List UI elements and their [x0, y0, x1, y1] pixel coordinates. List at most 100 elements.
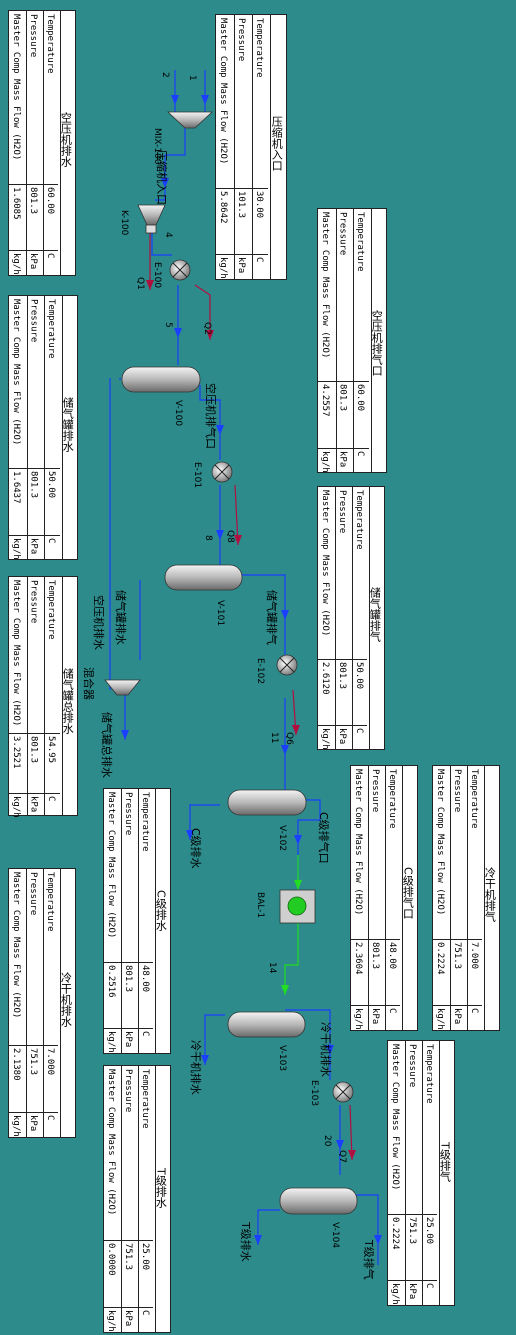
- energy-label-q6: Q6: [284, 732, 294, 745]
- row-unit: kPa: [407, 1283, 417, 1300]
- unit-label-mix100: MIX-100: [152, 128, 162, 165]
- row-value: 0.2516: [106, 964, 116, 998]
- row-label: Master Comp Mass Flow (H2O): [320, 212, 330, 359]
- v103-separator[interactable]: [227, 1011, 306, 1038]
- row-unit: kg/h: [218, 257, 228, 280]
- row-unit: C: [45, 253, 55, 259]
- label-air-comp-outlet: 空压机排气口: [204, 383, 218, 449]
- k100-compressor[interactable]: [137, 204, 166, 234]
- row-label: Master Comp Mass Flow (H2O): [106, 792, 116, 939]
- row-label: Temperature: [355, 212, 365, 272]
- v102-separator[interactable]: [227, 789, 307, 816]
- unit-label-bal1: BAL-1: [255, 892, 265, 918]
- row-value: 25.00: [424, 1216, 434, 1244]
- e100-heat-exchanger[interactable]: [169, 259, 191, 281]
- row-value: 60.00: [355, 384, 365, 412]
- label-cold-dryer-water: 冷干机排水: [189, 1040, 203, 1095]
- row-label: Temperature: [46, 299, 56, 359]
- row-label: Temperature: [354, 490, 364, 550]
- energy-label-q1: Q1: [135, 277, 145, 290]
- label-mixer: 混合器: [82, 667, 96, 700]
- row-unit: C: [140, 1031, 150, 1037]
- unit-label-v104: V-104: [330, 1222, 340, 1248]
- row-label: Master Comp Mass Flow (H2O): [353, 769, 363, 916]
- row-value: 0.0000: [106, 1243, 116, 1276]
- label-tank-total-water: 储气罐总排水: [100, 712, 114, 778]
- label-tank-water: 储气罐排水: [114, 590, 128, 645]
- e101-heat-exchanger[interactable]: [211, 461, 233, 483]
- e102-heat-exchanger[interactable]: [276, 654, 298, 676]
- energy-arrows: [146, 280, 356, 1160]
- row-label: Temperature: [469, 769, 479, 829]
- row-value: 801.3: [28, 736, 39, 764]
- label-t-water: T级排水: [239, 1221, 253, 1262]
- energy-label-q7: Q7: [337, 1150, 347, 1163]
- row-value: 3.2521: [11, 736, 21, 769]
- row-unit: kPa: [236, 257, 246, 274]
- label-compressor-inlet: 压缩机入口: [155, 150, 169, 205]
- row-unit: kPa: [123, 1031, 133, 1048]
- v100-separator[interactable]: [121, 366, 201, 393]
- row-value: 801.3: [28, 471, 39, 499]
- row-value: 801.3: [123, 964, 133, 992]
- row-unit: kg/h: [11, 796, 21, 818]
- row-label: Temperature: [254, 18, 264, 78]
- v101-separator[interactable]: [164, 564, 243, 591]
- table-title: 冷干机排水: [59, 971, 73, 1027]
- row-unit: C: [254, 257, 264, 263]
- v104-separator[interactable]: [279, 1187, 358, 1215]
- row-label: Pressure: [28, 14, 38, 58]
- row-label: Pressure: [236, 18, 246, 62]
- unit-label-e100: E-100: [152, 262, 162, 288]
- table-title: 冷干机排气: [483, 867, 497, 923]
- stream-label-2: 2: [160, 72, 170, 78]
- total-water-mixer[interactable]: [104, 679, 141, 696]
- row-value: 2.1380: [11, 1047, 21, 1081]
- table-title: T级排水: [154, 1167, 168, 1208]
- row-value: 25.00: [140, 1243, 150, 1271]
- row-label: Master Comp Mass Flow (H2O): [11, 872, 21, 1019]
- label-cold-dryer-exhaust: 冷干机排水: [319, 1022, 333, 1077]
- unit-label-v103: V-103: [277, 1045, 287, 1071]
- row-value: 801.3: [337, 661, 347, 689]
- row-value: 2.6120: [320, 661, 330, 695]
- unit-label-v100: V-100: [173, 400, 183, 426]
- row-label: Master Comp Mass Flow (H2O): [218, 18, 228, 165]
- row-unit: C: [45, 1115, 55, 1121]
- row-label: Master Comp Mass Flow (H2O): [435, 769, 445, 916]
- row-label: Master Comp Mass Flow (H2O): [11, 580, 21, 727]
- stream-label-5: 5: [163, 322, 173, 328]
- row-value: 5.8642: [218, 190, 228, 224]
- row-label: Master Comp Mass Flow (H2O): [11, 299, 21, 446]
- row-unit: kg/h: [435, 1008, 445, 1031]
- unit-label-k100: K-100: [119, 210, 129, 236]
- row-label: Master Comp Mass Flow (H2O): [11, 14, 21, 161]
- row-unit: kPa: [28, 537, 39, 554]
- row-value: 48.00: [387, 941, 397, 969]
- row-unit: kg/h: [106, 1031, 116, 1054]
- row-label: Pressure: [407, 1044, 417, 1088]
- row-label: Temperature: [45, 14, 55, 74]
- row-unit: kg/h: [106, 1310, 116, 1332]
- row-value: 801.3: [337, 384, 348, 412]
- label-c-exhaust: C级排气口: [317, 812, 331, 864]
- row-label: Temperature: [387, 769, 397, 829]
- unit-label-e103: E-103: [309, 1080, 319, 1106]
- row-value: 0.2224: [390, 1216, 400, 1250]
- row-label: Pressure: [337, 212, 348, 256]
- row-unit: C: [354, 727, 364, 734]
- row-unit: C: [387, 1008, 397, 1014]
- row-unit: kg/h: [11, 253, 21, 276]
- row-label: Pressure: [123, 1069, 133, 1113]
- e103-heat-exchanger[interactable]: [332, 1081, 354, 1103]
- stream-label-4: 4: [163, 232, 173, 238]
- bal1-balance[interactable]: [279, 889, 316, 924]
- row-value: 48.00: [140, 964, 150, 992]
- row-unit: kg/h: [320, 450, 330, 473]
- label-tank-exhaust: 储气罐排气: [265, 590, 279, 645]
- row-value: 751.3: [452, 941, 462, 969]
- mix100-mixer[interactable]: [166, 111, 214, 129]
